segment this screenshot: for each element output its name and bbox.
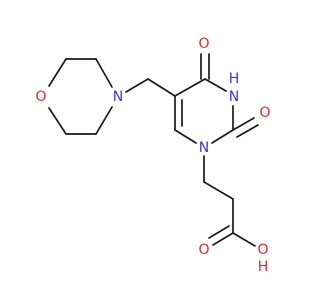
morpholine-ring <box>48 58 113 135</box>
atom-label-c4-oxygen: O <box>198 36 209 52</box>
atom-label-acid-hydroxyl-o: O <box>257 242 268 258</box>
bond-c-n-lower <box>95 106 113 135</box>
bond-c2-o <box>232 117 255 131</box>
bond-n1-c6 <box>174 129 197 144</box>
atom-label-ring-n3-h: H <box>229 71 240 87</box>
bond-n-c-upper <box>95 58 113 88</box>
bond-c5-c4 <box>174 78 206 97</box>
atom-label-ring-n3: N <box>229 89 239 105</box>
bond-c2-o-double <box>236 124 259 138</box>
bond-c-o <box>212 232 234 246</box>
bond-c4-n3 <box>204 78 227 92</box>
structure-svg: O N N H N O O O O H <box>35 36 270 275</box>
bond-c-o-upper <box>48 58 67 87</box>
bond-c2-n1 <box>211 129 234 144</box>
atom-label-c2-oxygen: O <box>259 105 270 121</box>
bond-c-o-double <box>208 225 230 239</box>
bond-ch2-c5 <box>147 78 176 97</box>
bond-c-oh <box>232 232 256 247</box>
bond-o-c-lower <box>48 107 67 135</box>
molecule-diagram: O N N H N O O O O H <box>35 36 271 275</box>
bond-n-ch2 <box>125 78 149 93</box>
pyrimidine-ring <box>174 78 234 144</box>
atom-label-ring-n1: N <box>199 140 209 156</box>
bond-ch2-ch2 <box>203 181 234 200</box>
atom-label-acid-hydroxyl-h: H <box>258 259 269 275</box>
atom-label-acid-oxygen: O <box>198 242 209 258</box>
atom-label-morpholine-nitrogen: N <box>113 89 123 105</box>
atom-label-morpholine-oxygen: O <box>35 89 46 105</box>
